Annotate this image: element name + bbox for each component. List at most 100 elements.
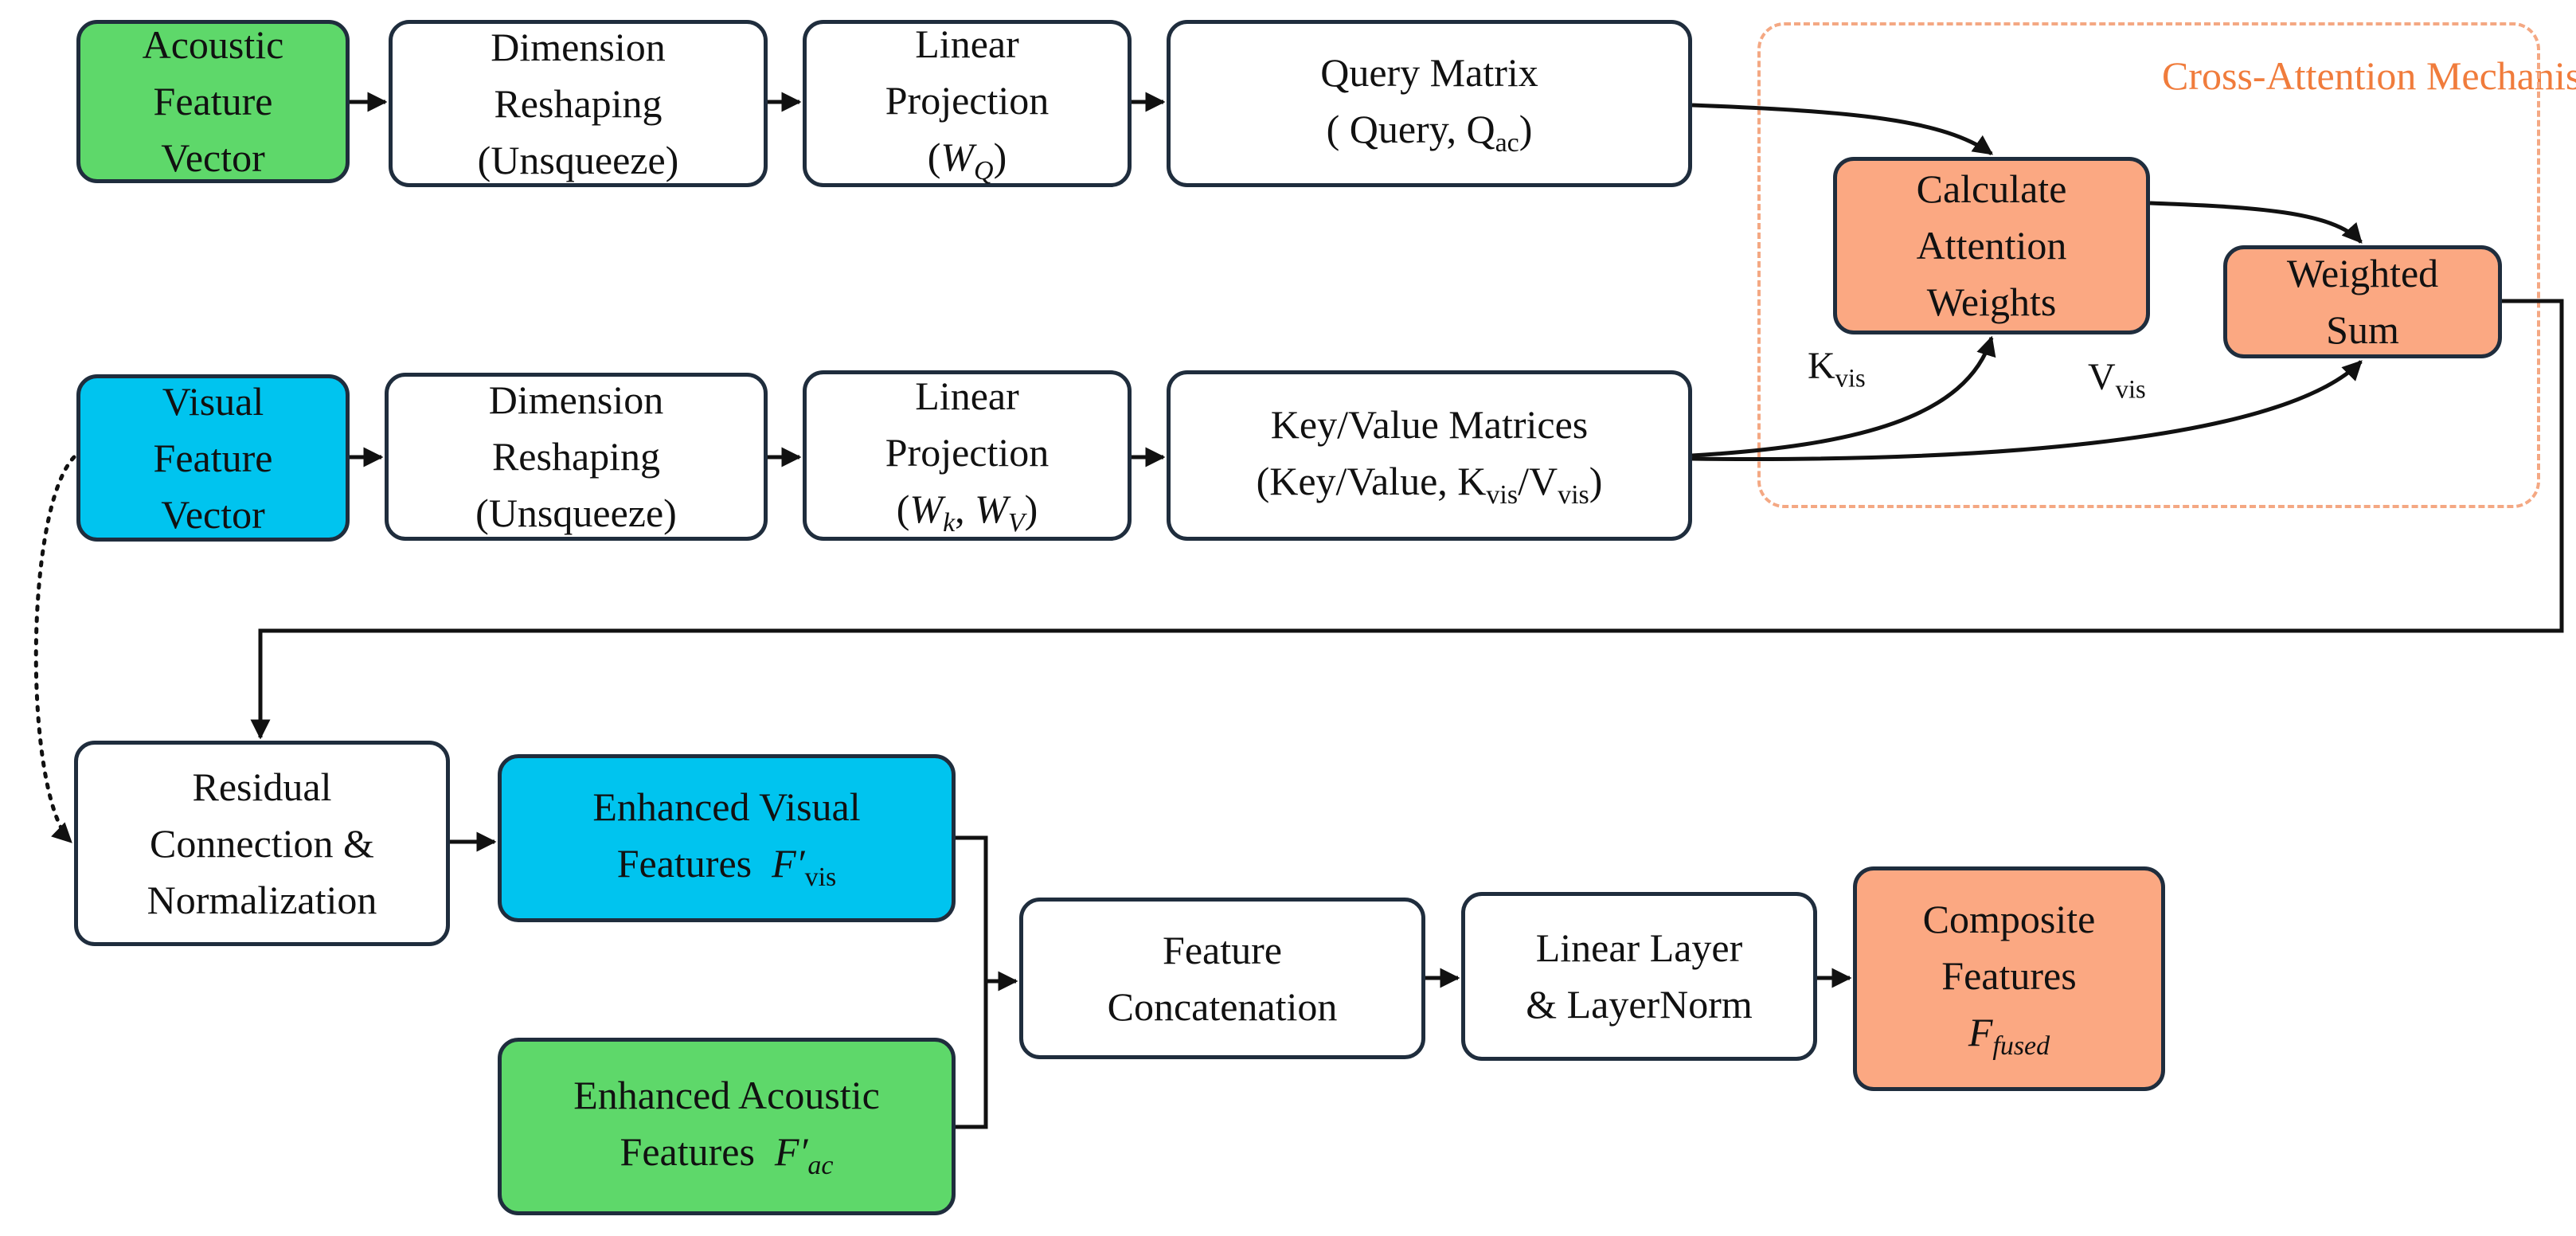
node-label: Dimension	[488, 377, 664, 422]
node-label: (Unsqueeze)	[475, 491, 677, 535]
node-label: Weights	[1926, 280, 2057, 324]
node-label: Vector	[161, 491, 265, 537]
linear-layer-layernorm-node: Linear Layer & LayerNorm	[1461, 892, 1817, 1061]
math-symbol: W	[940, 135, 975, 180]
acoustic-feature-vector-node: Acoustic Feature Vector	[76, 20, 350, 183]
math-close: )	[993, 135, 1007, 180]
edge-calc-to-weighted	[2149, 201, 2363, 244]
weighted-sum-node: Weighted Sum	[2223, 245, 2502, 358]
paren-close: )	[1589, 458, 1603, 503]
node-label: Concatenation	[1107, 984, 1338, 1029]
node-label: Visual	[162, 378, 264, 424]
math-symbol: W	[909, 487, 944, 532]
feature-concatenation-node: Feature Concatenation	[1019, 898, 1425, 1059]
key-value-matrices-node: Key/Value Matrices (Key/Value, Kvis/Vvis…	[1167, 370, 1692, 541]
node-label: Attention	[1916, 223, 2067, 268]
paren-subscript: ac	[1495, 127, 1519, 158]
node-math: Ffused	[1968, 1004, 2050, 1066]
node-label: Linear	[915, 374, 1019, 419]
math-subscript: ac	[807, 1151, 834, 1181]
region-title-line-1: Cross-Attention	[2162, 53, 2417, 98]
edge-label-subscript: vis	[1835, 364, 1866, 393]
v-vis-edge-label: Vvis	[2088, 355, 2146, 405]
math-subscript: V	[1007, 508, 1025, 538]
visual-feature-vector-node: Visual Feature Vector	[76, 374, 350, 542]
math-open: (	[927, 135, 941, 180]
edge-label-text: V	[2088, 356, 2116, 398]
node-label: Feature	[153, 79, 273, 123]
node-label: Linear	[915, 22, 1019, 67]
node-math: Features F′vis	[617, 835, 837, 897]
node-paren: (Key/Value, Kvis/Vvis)	[1257, 453, 1603, 514]
paren-text: ( Query, Q	[1326, 106, 1495, 151]
edge-label-subscript: vis	[2115, 375, 2146, 405]
edge-enhacoustic-to-concat	[956, 981, 988, 1129]
math-symbol: F	[1968, 1010, 1993, 1055]
edge-enhvisual-to-concat	[956, 835, 1018, 992]
node-label: Projection	[885, 430, 1050, 475]
math-subscript: k	[943, 508, 956, 538]
node-label: & LayerNorm	[1526, 982, 1753, 1027]
node-label: Composite	[1922, 897, 2096, 942]
k-vis-edge-label: Kvis	[1808, 344, 1866, 394]
math-prefix: Features	[620, 1129, 755, 1175]
paren-subscript: vis	[1486, 479, 1519, 510]
node-label: Key/Value Matrices	[1270, 401, 1589, 447]
cross-attention-region	[1757, 22, 2540, 508]
node-label: Sum	[2326, 307, 2399, 352]
edge-kv-to-calc	[1691, 335, 1996, 458]
node-label: Vector	[161, 135, 265, 180]
node-label: Reshaping	[491, 434, 661, 479]
node-math: Features F′ac	[620, 1124, 834, 1185]
node-label: Enhanced Visual	[592, 784, 861, 830]
node-label: Query Matrix	[1320, 49, 1538, 95]
paren-subscript: vis	[1558, 479, 1589, 510]
paren-text: (Key/Value, K	[1256, 458, 1487, 503]
node-label: Projection	[885, 78, 1050, 123]
dimension-reshaping-2-node: Dimension Reshaping (Unsqueeze)	[385, 373, 768, 541]
enhanced-visual-features-node: Enhanced Visual Features F′vis	[498, 754, 956, 922]
calculate-attention-weights-node: Calculate Attention Weights	[1833, 157, 2150, 334]
node-label: Reshaping	[494, 80, 663, 126]
math-separator: ,	[955, 487, 975, 532]
cross-attention-title: Cross-Attention Mechanism	[2162, 48, 2576, 104]
node-label: Residual	[192, 764, 332, 809]
edge-label-text: K	[1808, 345, 1835, 387]
math-open: (	[896, 487, 910, 532]
node-label: (Unsqueeze)	[477, 137, 679, 182]
math-symbol: W	[975, 487, 1008, 532]
node-label: Feature	[153, 435, 273, 480]
math-symbol: F′	[774, 1129, 808, 1175]
node-math: (Wk, WV)	[897, 481, 1038, 542]
math-symbol: F′	[772, 841, 805, 886]
math-subscript: Q	[974, 156, 994, 186]
node-label: Acoustic	[142, 22, 284, 67]
math-close: )	[1024, 487, 1038, 532]
node-label: Dimension	[491, 24, 666, 69]
node-label: Weighted	[2286, 251, 2439, 295]
linear-projection-1-node: Linear Projection (WQ)	[803, 20, 1132, 187]
linear-projection-2-node: Linear Projection (Wk, WV)	[803, 370, 1132, 541]
paren-close: )	[1519, 106, 1533, 151]
node-label: Linear Layer	[1535, 925, 1743, 970]
node-label: Normalization	[147, 877, 377, 922]
composite-features-node: Composite Features Ffused	[1853, 866, 2165, 1091]
node-math: (WQ)	[928, 129, 1007, 190]
node-label: Feature	[1163, 927, 1282, 972]
math-subscript: vis	[804, 862, 837, 893]
edge-kv-to-weighted	[1691, 360, 2363, 461]
dimension-reshaping-1-node: Dimension Reshaping (Unsqueeze)	[389, 20, 768, 187]
query-matrix-node: Query Matrix ( Query, Qac)	[1167, 20, 1692, 187]
paren-mid: /V	[1518, 458, 1558, 503]
residual-normalization-node: Residual Connection & Normalization	[74, 741, 450, 946]
edge-weighted-to-residual	[250, 299, 2564, 740]
region-title-line-2: Mechanism	[2426, 53, 2576, 98]
edge-query-to-calc	[1691, 103, 1994, 156]
math-subscript: fused	[1992, 1031, 2050, 1062]
edge-visual-to-residual-dotted	[33, 455, 76, 844]
node-paren: ( Query, Qac)	[1327, 101, 1533, 162]
node-label: Features	[1941, 953, 2077, 999]
node-label: Enhanced Acoustic	[573, 1073, 880, 1118]
math-prefix: Features	[616, 841, 752, 886]
